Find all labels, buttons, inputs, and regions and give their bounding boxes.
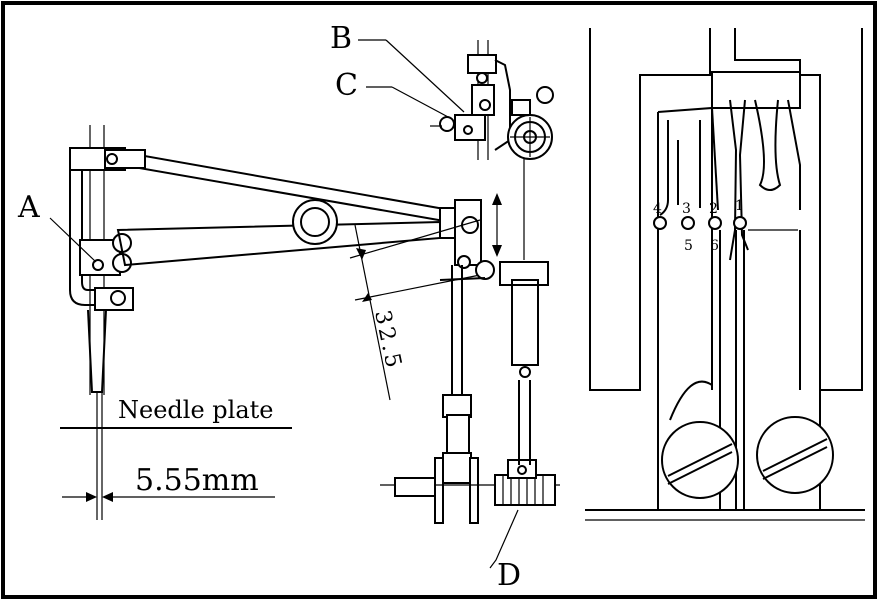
lower-shaft-assembly (380, 265, 560, 524)
number-3: 3 (682, 201, 691, 217)
needle-bar-assembly (69, 125, 134, 520)
label-a: A (17, 190, 40, 225)
thread-guide-assembly (430, 40, 554, 160)
dimension-mm-label: 5.55mm (135, 463, 259, 498)
number-5: 5 (684, 238, 693, 254)
number-1: 1 (735, 198, 744, 214)
label-d: D (497, 558, 521, 593)
looper-rod (439, 115, 549, 465)
detail-view (585, 28, 865, 521)
number-4: 4 (653, 201, 662, 217)
number-2: 2 (709, 201, 718, 217)
lower-arm (116, 193, 502, 269)
mm-dimension (62, 492, 275, 502)
label-c: C (335, 68, 358, 103)
label-b: B (330, 21, 352, 56)
number-6: 6 (710, 238, 719, 254)
upper-link (104, 149, 451, 223)
angle-dimension (349, 219, 481, 401)
leader-lines (49, 39, 519, 569)
dimension-angle-label: 32.5 (369, 308, 406, 373)
needle-plate-label: Needle plate (118, 396, 273, 424)
